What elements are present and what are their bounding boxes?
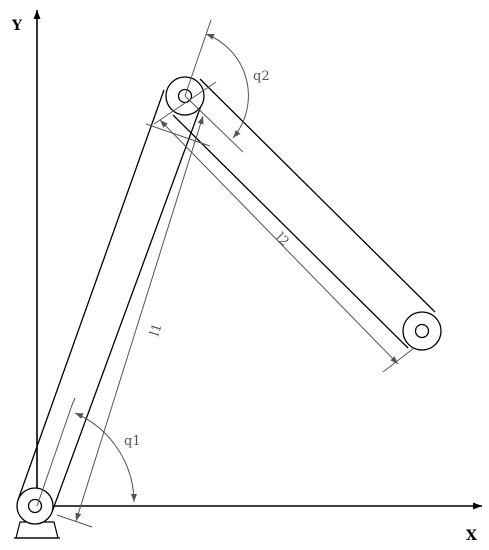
- l1-label: l1: [148, 322, 166, 338]
- q2-label: q2: [253, 69, 270, 84]
- end-effector-joint: [414, 323, 430, 339]
- l2-label: l2: [272, 230, 291, 249]
- base-mount: [14, 521, 60, 539]
- x-axis-label: X: [466, 528, 477, 544]
- q1-label: q1: [124, 434, 141, 449]
- link-1: [17, 76, 205, 513]
- coordinate-axes: Y X: [11, 10, 482, 544]
- y-axis-label: Y: [11, 18, 23, 34]
- dimension-l1: l1: [56, 115, 211, 528]
- link-2: [172, 78, 442, 351]
- dimension-l2: l2: [153, 81, 415, 373]
- angle-q2: q2: [184, 19, 270, 153]
- angle-q1: q1: [36, 397, 141, 507]
- base-joint: [16, 487, 54, 525]
